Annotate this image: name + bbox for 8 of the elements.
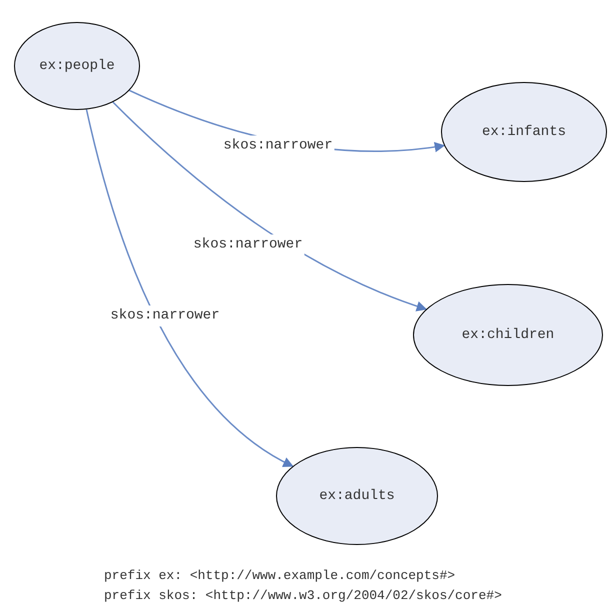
node-label: ex:children bbox=[462, 326, 554, 344]
node-label: ex:infants bbox=[482, 122, 566, 142]
node-label: ex:adults bbox=[319, 486, 395, 506]
prefix-note: prefix ex: <http://www.example.com/concepts#> bbox=[104, 567, 456, 585]
node-label: ex:people bbox=[39, 56, 115, 76]
arrow bbox=[86, 109, 294, 467]
arrow bbox=[112, 102, 428, 312]
prefix-note: prefix skos: <http://www.w3.org/2004/02/skos/core#> bbox=[104, 587, 502, 605]
